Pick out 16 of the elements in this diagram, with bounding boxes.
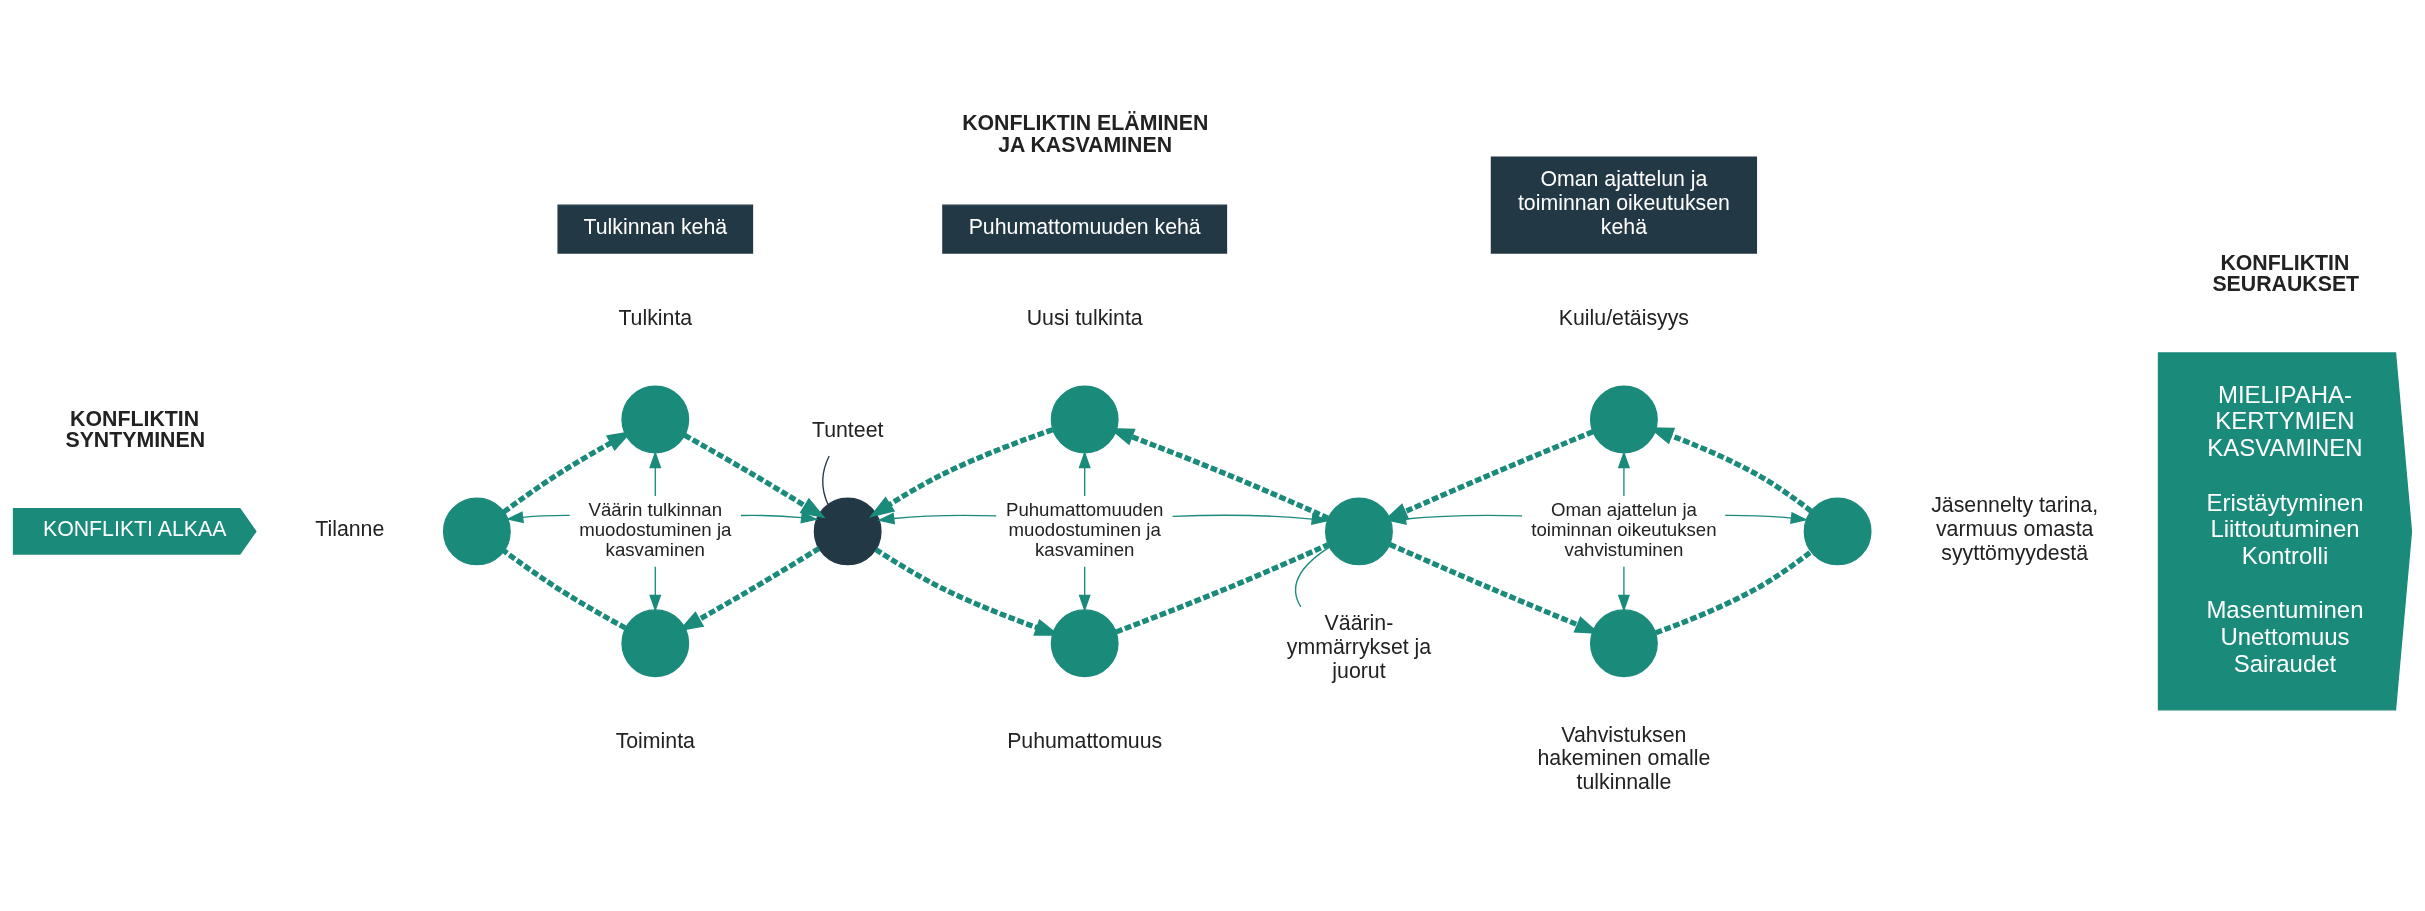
- node-text: Oman ajattelun ja toiminnan oikeutuksen vahvistuminen: [1531, 499, 1717, 561]
- node-text: Väärin tulkinnan muodostuminen ja kasvaminen: [579, 499, 732, 561]
- node-label: Tulkinta: [618, 305, 693, 330]
- node-label: Toiminta: [615, 729, 695, 754]
- label: KONFLIKTIN SYNTYMINEN: [65, 406, 206, 453]
- node-text: Väärin- ymmärrykset ja juorut: [1286, 610, 1432, 683]
- label: KONFLIKTIN ELÄMINEN JA KASVAMINEN: [962, 111, 1209, 157]
- node-label: Jäsennelty tarina, varmuus omasta syyttömyydestä: [1931, 493, 2099, 566]
- node-text: Tunteet: [811, 417, 884, 442]
- node-label: Vahvistuksen hakeminen omalle tulkinnalle: [1537, 722, 1711, 795]
- node-label: Puhumattomuus: [1007, 729, 1163, 754]
- node-label: Uusi tulkinta: [1026, 305, 1143, 330]
- node-label: Kuilu/etäisyys: [1558, 305, 1690, 330]
- node-text: Puhumattomuuden muodostuminen ja kasvaminen: [1005, 499, 1164, 561]
- node-label: Tilanne: [315, 517, 385, 542]
- label: KONFLIKTIN SEURAUKSET: [2212, 251, 2360, 297]
